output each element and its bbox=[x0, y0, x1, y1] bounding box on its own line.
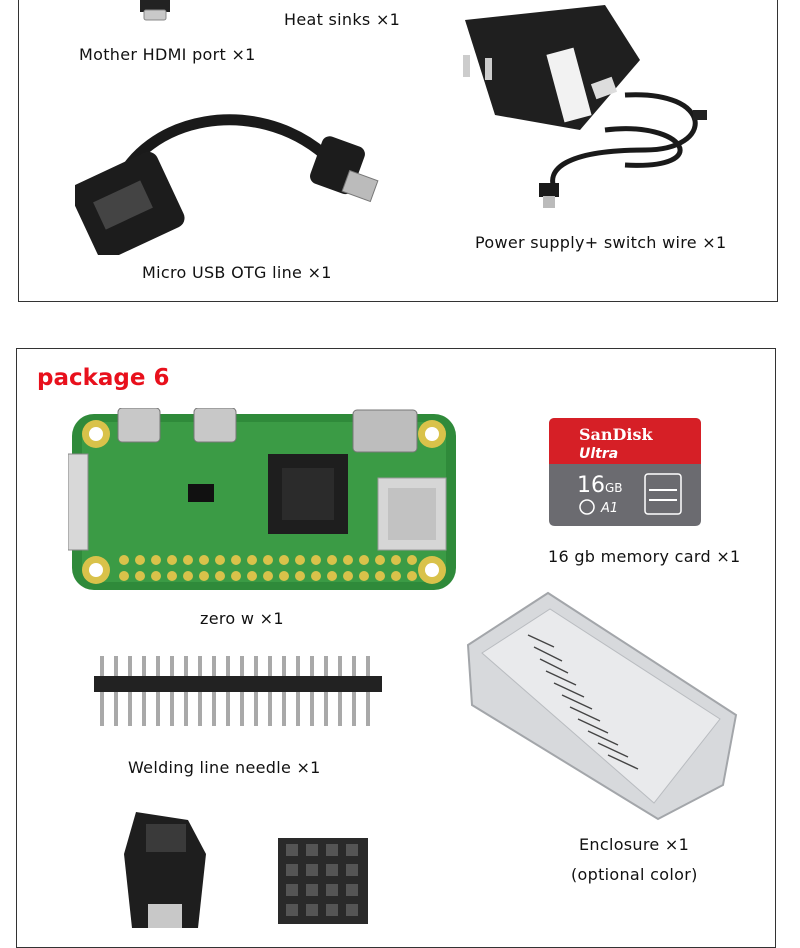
zero-w-label: zero w ×1 bbox=[200, 609, 284, 628]
mini-hdmi-adapter-image bbox=[118, 804, 213, 928]
pin-header-image bbox=[92, 652, 384, 730]
mother-hdmi-port-label: Mother HDMI port ×1 bbox=[79, 45, 256, 64]
enclosure-image bbox=[458, 585, 743, 825]
sd-capacity: 16 bbox=[577, 473, 605, 498]
welding-line-needle-label: Welding line needle ×1 bbox=[128, 758, 321, 777]
power-supply-switch-wire-label: Power supply+ switch wire ×1 bbox=[475, 233, 727, 252]
package-title: package 6 bbox=[37, 365, 170, 391]
memory-card-label: 16 gb memory card ×1 bbox=[548, 547, 741, 566]
enclosure-label: Enclosure ×1 bbox=[579, 835, 690, 854]
power-supply-image bbox=[455, 0, 725, 215]
sd-line: Ultra bbox=[579, 446, 618, 462]
sd-card-image: SanDisk Ultra 16 GB A1 bbox=[549, 418, 701, 526]
micro-usb-otg-cable-image bbox=[70, 95, 395, 260]
sd-brand: SanDisk bbox=[579, 425, 654, 444]
enclosure-color-note: (optional color) bbox=[571, 865, 698, 884]
heat-sink-image bbox=[276, 836, 370, 928]
sd-class: A1 bbox=[600, 501, 618, 516]
raspberry-pi-zero-w-image bbox=[67, 407, 460, 596]
heat-sinks-label: Heat sinks ×1 bbox=[284, 10, 401, 29]
micro-usb-otg-line-label: Micro USB OTG line ×1 bbox=[142, 263, 332, 282]
sd-unit: GB bbox=[605, 481, 623, 495]
mother-hdmi-adapter-image bbox=[130, 0, 180, 22]
